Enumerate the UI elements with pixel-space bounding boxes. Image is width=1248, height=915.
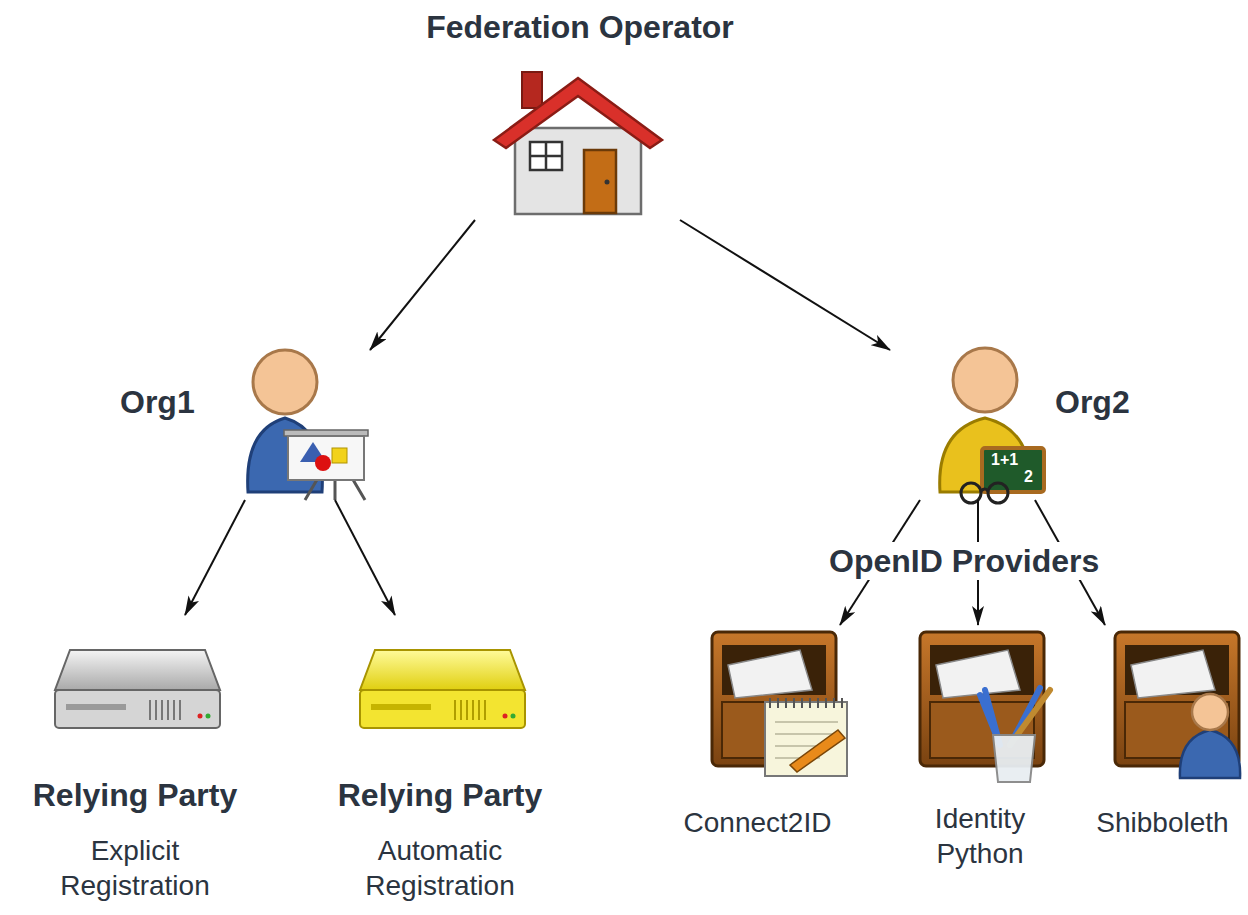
- node-body: Automatic Registration: [350, 833, 530, 903]
- node-heading: Relying Party: [10, 775, 260, 815]
- org-node: Org2: [880, 350, 1150, 500]
- org-node: Federation Operator: [380, 5, 780, 220]
- file-cabinet-icon: [920, 632, 1050, 782]
- server-icon: [55, 650, 220, 728]
- node-heading: Org1: [120, 382, 230, 422]
- server-icon: [360, 650, 525, 728]
- chalkboard-text: 2: [1024, 467, 1033, 486]
- node-body: Explicit Registration: [45, 833, 225, 903]
- connector-arrow: [680, 220, 890, 350]
- node-heading: Relying Party: [310, 775, 570, 815]
- file-cabinet-icon: [712, 632, 847, 776]
- openid-provider-node: Connect2ID: [665, 625, 850, 842]
- relying-party-node: Relying PartyAutomatic Registration: [310, 615, 570, 910]
- presenter-icon: [248, 350, 368, 500]
- node-heading: Connect2ID: [665, 805, 850, 840]
- node-heading: Federation Operator: [380, 7, 780, 47]
- connector-arrow: [370, 220, 475, 350]
- org-node: Org1: [110, 350, 375, 500]
- openid-provider-node: Shibboleth: [1080, 625, 1245, 842]
- chalkboard-text: 1+1: [991, 450, 1018, 469]
- teacher-icon: [940, 348, 1044, 503]
- connector-arrow: [335, 500, 395, 615]
- group-label: OpenID Providers: [825, 542, 1103, 580]
- connector-arrow: [185, 500, 245, 615]
- openid-provider-node: Identity Python: [900, 625, 1060, 875]
- node-heading: Identity Python: [905, 801, 1055, 871]
- house-icon: [494, 72, 662, 214]
- node-heading: Org2: [1055, 382, 1150, 422]
- node-heading: Shibboleth: [1080, 805, 1245, 840]
- relying-party-node: Relying PartyExplicit Registration: [10, 615, 260, 910]
- file-cabinet-icon: [1115, 632, 1240, 778]
